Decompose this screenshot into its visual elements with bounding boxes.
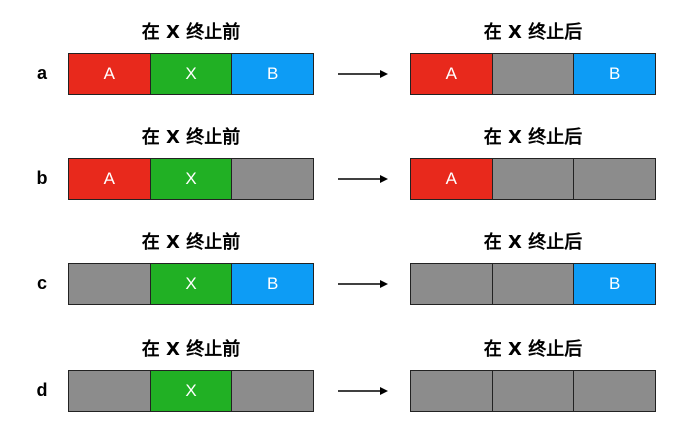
row-label: c — [36, 273, 47, 293]
arrow-right-icon — [338, 387, 388, 395]
row-c: 在 X 终止前 在 X 终止后 c X B B — [0, 225, 686, 315]
segment-empty — [573, 159, 656, 199]
segment-empty — [411, 371, 492, 411]
segment-b: B — [573, 264, 656, 304]
segment-empty — [491, 264, 574, 304]
row-label: b — [36, 168, 48, 188]
segment-empty — [231, 371, 314, 411]
after-heading: 在 X 终止后 — [483, 127, 583, 148]
segment-empty — [491, 54, 574, 94]
segment-a: A — [69, 159, 150, 199]
arrow-right-icon — [338, 280, 388, 288]
row-label: d — [36, 380, 48, 400]
before-bar: A X — [68, 158, 314, 200]
after-heading: 在 X 终止后 — [483, 232, 583, 253]
before-heading: 在 X 终止前 — [141, 127, 241, 148]
segment-a: A — [411, 159, 492, 199]
row-a: 在 X 终止前 在 X 终止后 a A X B A B — [0, 15, 686, 105]
segment-empty — [69, 264, 150, 304]
row-label: a — [36, 63, 47, 83]
segment-empty — [491, 159, 574, 199]
before-bar: X B — [68, 263, 314, 305]
segment-x: X — [149, 54, 232, 94]
row-d: 在 X 终止前 在 X 终止后 d X — [0, 332, 686, 422]
before-bar: A X B — [68, 53, 314, 95]
segment-empty — [573, 371, 656, 411]
before-heading: 在 X 终止前 — [141, 22, 241, 43]
segment-empty — [231, 159, 314, 199]
arrow-right-icon — [338, 175, 388, 183]
after-bar: B — [410, 263, 656, 305]
segment-b: B — [231, 264, 314, 304]
segment-a: A — [411, 54, 492, 94]
segment-b: B — [231, 54, 314, 94]
before-bar: X — [68, 370, 314, 412]
segment-x: X — [149, 371, 232, 411]
segment-empty — [491, 371, 574, 411]
before-heading: 在 X 终止前 — [141, 232, 241, 253]
segment-b: B — [573, 54, 656, 94]
after-heading: 在 X 终止后 — [483, 339, 583, 360]
arrow-right-icon — [338, 70, 388, 78]
segment-x: X — [149, 264, 232, 304]
before-heading: 在 X 终止前 — [141, 339, 241, 360]
segment-x: X — [149, 159, 232, 199]
segment-empty — [411, 264, 492, 304]
segment-empty — [69, 371, 150, 411]
segment-a: A — [69, 54, 150, 94]
after-bar: A — [410, 158, 656, 200]
after-bar — [410, 370, 656, 412]
after-heading: 在 X 终止后 — [483, 22, 583, 43]
after-bar: A B — [410, 53, 656, 95]
row-b: 在 X 终止前 在 X 终止后 b A X A — [0, 120, 686, 210]
